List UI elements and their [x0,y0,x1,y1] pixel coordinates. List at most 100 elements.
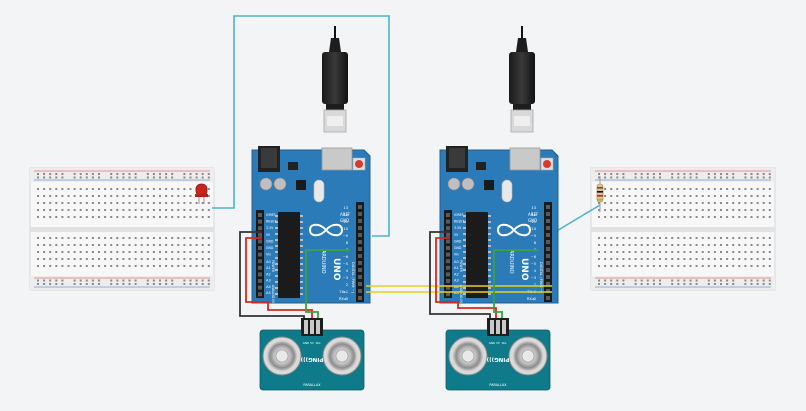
header-pin[interactable] [358,282,362,286]
header-pin[interactable] [546,226,550,230]
hole [671,283,674,285]
power-rail-bottom [30,276,214,290]
header-pin[interactable] [546,282,550,286]
resistor[interactable] [596,176,604,212]
header-pin[interactable] [258,213,262,217]
header-pin[interactable] [546,275,550,279]
hole [677,188,680,190]
header-pin[interactable] [258,252,262,257]
sensor-pin[interactable] [490,320,494,334]
header-pin[interactable] [546,254,550,258]
breadboard-right[interactable] [590,167,776,291]
wire-red-left[interactable] [245,237,313,322]
wire-green-right[interactable] [493,249,538,322]
header-pin[interactable] [258,285,262,290]
header-pin[interactable] [546,296,550,300]
header-pin[interactable] [546,233,550,237]
hole [622,279,625,282]
header-pin[interactable] [258,219,262,224]
hole [183,283,186,285]
pin-label: ~6 [531,255,537,259]
hole [183,237,186,239]
header-pin[interactable] [358,226,362,230]
wire-cyan-resistor[interactable] [554,204,601,233]
header-pin[interactable] [546,289,550,293]
header-pin[interactable] [258,246,262,250]
header-pin[interactable] [446,232,450,237]
header-pin[interactable] [358,254,362,258]
header-pin[interactable] [358,233,362,237]
header-pin[interactable] [446,239,450,244]
sensor-pin[interactable] [496,320,500,334]
hole [98,173,100,175]
header-pin[interactable] [446,285,450,290]
header-pin[interactable] [358,205,362,209]
led-red[interactable] [195,183,208,204]
header-pin[interactable] [446,292,450,297]
hole [732,216,735,218]
wire-red-right[interactable] [435,237,497,322]
header-pin[interactable] [358,247,362,251]
sensor-pin[interactable] [304,320,308,334]
wire-cyan-led[interactable] [212,15,390,237]
breadboard-left[interactable] [29,167,215,291]
usb-cable-left[interactable] [322,26,348,133]
header-pin[interactable] [358,296,362,300]
chip-leg [300,245,303,247]
header-pin[interactable] [258,226,262,231]
header-pin[interactable] [446,252,450,257]
header-pin[interactable] [546,247,550,251]
header-pin[interactable] [446,246,450,250]
header-pin[interactable] [358,212,362,216]
reset-button-cap[interactable] [543,160,551,168]
wire-black-right[interactable] [429,231,491,322]
header-pin[interactable] [358,219,362,223]
sensor-pin[interactable] [310,320,314,334]
usb-plug-neck [513,104,531,110]
header-pin[interactable] [446,213,450,217]
arduino-uno-left[interactable]: AREFGND1312~11~10~987~6~54~32TX▸1RX◂0ARD… [251,146,371,304]
hole [738,202,741,204]
header-pin[interactable] [446,219,450,224]
header-pin[interactable] [258,239,262,244]
header-pin[interactable] [446,259,450,264]
hole [726,176,729,179]
wire-green-left[interactable] [305,249,350,322]
header-pin[interactable] [446,265,450,270]
header-pin[interactable] [446,279,450,283]
reset-button-cap[interactable] [355,160,363,168]
header-pin[interactable] [546,219,550,223]
sensor-pin[interactable] [502,320,506,334]
pin-label: RX◂0 [527,297,537,301]
header-pin[interactable] [546,240,550,244]
hole [604,265,607,267]
hole [171,251,174,253]
header-pin[interactable] [358,289,362,293]
header-pin[interactable] [358,268,362,272]
usb-cable-right[interactable] [509,26,535,133]
header-pin[interactable] [258,259,262,264]
header-pin[interactable] [358,240,362,244]
header-pin[interactable] [446,226,450,231]
hole [604,188,607,190]
header-pin[interactable] [258,272,262,277]
hole [677,216,680,218]
arduino-uno-right[interactable]: AREFGND1312~11~10~987~6~54~32TX▸1RX◂0ARD… [439,146,559,304]
hole [652,188,655,190]
chip-leg [275,245,278,247]
header-pin[interactable] [546,268,550,272]
header-pin[interactable] [446,272,450,277]
header-pin[interactable] [258,232,262,237]
header-pin[interactable] [546,261,550,265]
header-pin[interactable] [546,205,550,209]
header-pin[interactable] [358,261,362,265]
header-pin[interactable] [258,265,262,270]
header-pin[interactable] [258,292,262,297]
hole [695,216,698,218]
header-pin[interactable] [358,275,362,279]
header-pin[interactable] [258,279,262,283]
sensor-pin[interactable] [316,320,320,334]
header-pin[interactable] [546,212,550,216]
